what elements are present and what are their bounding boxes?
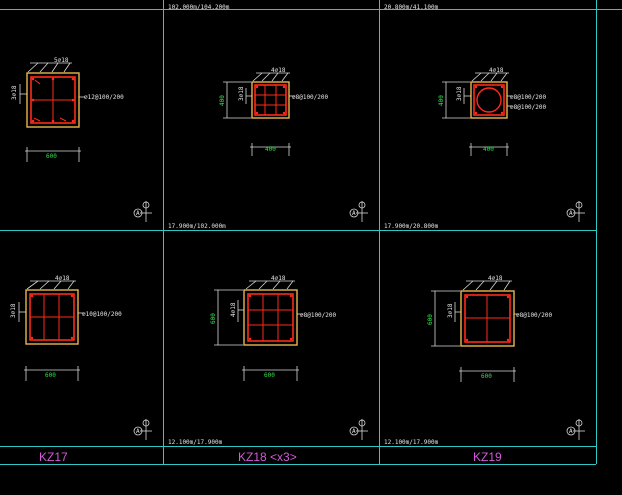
width-dim-r1c2: 400: [265, 146, 276, 153]
column-section-r2c1: 4⌀18 3⌀18 ⌀10@100/200 600: [10, 275, 122, 381]
elevation-r3c2: 12.100m/17.900m: [168, 439, 223, 446]
width-dim-r2c2: 600: [264, 372, 275, 379]
svg-text:A: A: [569, 210, 573, 217]
top-bars-r1c2: 4⌀18: [271, 67, 286, 74]
column-section-r2c3: 4⌀18 3⌀18 ⌀8@100/200 600 600: [427, 275, 553, 382]
width-dim-r2c1: 600: [45, 372, 56, 379]
elevation-r1c3: 20.800m/41.100m: [384, 4, 439, 11]
side-bars-r2c3: 3⌀18: [447, 303, 454, 318]
svg-text:A: A: [136, 210, 140, 217]
elevation-r1c2: 102.000m/104.200m: [168, 4, 230, 11]
stirrup-r1c2: ⌀8@100/200: [292, 94, 329, 101]
stirrup-r1c3: ⌀8@100/200: [510, 94, 547, 101]
stirrup-r2c2: ⌀8@100/200: [300, 312, 337, 319]
top-bars-r2c2: 4⌀18: [271, 275, 286, 282]
stirrup-r2c3: ⌀8@100/200: [516, 312, 553, 319]
top-bars-r1c3: 4⌀18: [489, 67, 504, 74]
side-bars-r1c1: 3⌀18: [11, 85, 18, 100]
svg-text:A: A: [352, 210, 356, 217]
svg-text:A: A: [569, 428, 573, 435]
side-bars-r2c2: 4⌀18: [230, 302, 237, 317]
label-kz18: KZ18 <x3>: [238, 450, 297, 464]
stirrup2-r1c3: ⌀8@100/200: [510, 104, 547, 111]
grid-lines: [0, 0, 622, 465]
width-dim-r1c3: 400: [483, 146, 494, 153]
height-dim-r1c2: 400: [219, 95, 226, 106]
stirrup-r2c1: ⌀10@100/200: [82, 311, 122, 318]
column-section-r2c2: 4⌀18 4⌀18 ⌀8@100/200 600 600: [210, 275, 337, 381]
width-dim-r1c1: 600: [46, 153, 57, 160]
svg-text:A: A: [136, 428, 140, 435]
axis-marks: [133, 201, 585, 440]
axis-mark-letters: A A A A A A: [136, 210, 573, 435]
elevation-r3c3: 12.100m/17.900m: [384, 439, 439, 446]
width-dim-r2c3: 600: [481, 373, 492, 380]
top-bars-r2c1: 4⌀18: [55, 275, 70, 282]
height-dim-r1c3: 400: [438, 95, 445, 106]
elevation-r2c3: 17.900m/20.800m: [384, 223, 439, 230]
column-section-r1c1: 5⌀18 3⌀18 ⌀12@100/200 600: [11, 57, 124, 162]
elevation-r2c2: 17.900m/102.000m: [168, 223, 226, 230]
height-dim-r2c3: 600: [427, 314, 434, 325]
side-bars-r1c2: 3⌀18: [238, 86, 245, 101]
top-bars-r1c1: 5⌀18: [54, 57, 69, 64]
column-section-r1c3: 4⌀18 3⌀18 ⌀8@100/200 ⌀8@100/200 400 400: [438, 67, 547, 156]
column-section-r1c2: 4⌀18 3⌀18 ⌀8@100/200 400 400: [219, 67, 329, 156]
top-bars-r2c3: 4⌀18: [488, 275, 503, 282]
height-dim-r2c2: 600: [210, 313, 217, 324]
label-kz17: KZ17: [39, 450, 68, 464]
svg-text:A: A: [352, 428, 356, 435]
side-bars-r1c3: 3⌀18: [456, 86, 463, 101]
side-bars-r2c1: 3⌀18: [10, 303, 17, 318]
stirrup-r1c1: ⌀12@100/200: [84, 94, 124, 101]
label-kz19: KZ19: [473, 450, 502, 464]
